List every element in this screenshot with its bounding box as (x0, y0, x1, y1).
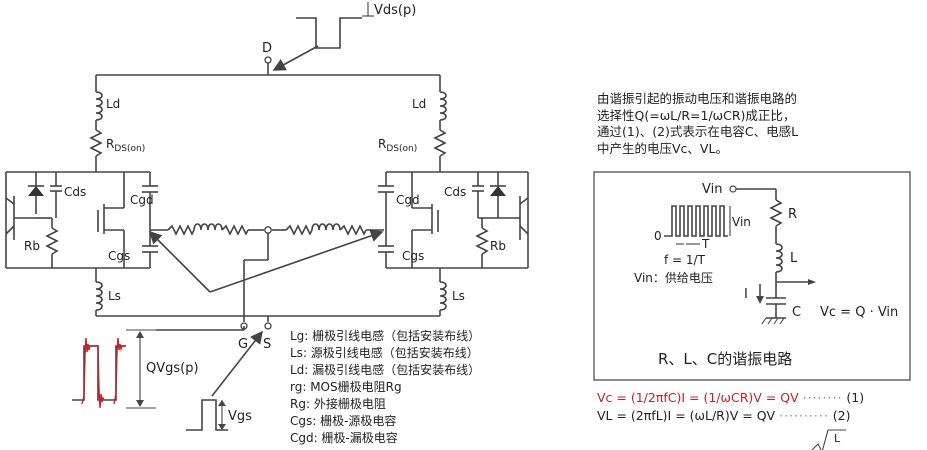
rlc-t-label: T (701, 237, 710, 251)
rlc-l-label: L (790, 251, 798, 266)
qvgs-ringing-waveform (72, 337, 126, 409)
formula-1: Vc = (1/2πfC)I = (1/ωCR)V = QV ········ … (597, 390, 865, 405)
legend-rg-internal: rg: MOS栅极电阻Rg (290, 380, 402, 394)
vds-pulse (272, 2, 374, 71)
rb-label-left: Rb (24, 239, 40, 253)
legend: Lg: 栅极引线电感（包括安装布线） Ls: 源极引线电感（包括安装布线） Ld… (290, 328, 480, 447)
ls-inductor-right (439, 281, 447, 311)
rlc-caption: R、L、C的谐振电路 (658, 350, 792, 368)
source-label: S (263, 337, 271, 352)
formula-2-number: (2) (832, 408, 851, 423)
legend-rg-external: Rg: 外接栅极电阻 (290, 397, 386, 411)
cgs-label-right: Cgs (402, 249, 424, 263)
legend-ld: Ld: 漏极引线电感（包括安装布线） (290, 363, 481, 377)
rds-label-right: RDS(on) (378, 137, 417, 154)
explanation-line-3: 通过(1)、(2)式表示在电容C、电感L (597, 124, 799, 139)
rlc-freq-label: f = 1/T (664, 253, 706, 267)
drain-label: D (262, 41, 272, 56)
explanation-line-1: 由谐振引起的振动电压和谐振电路的 (597, 91, 798, 106)
ls-label-left: Ls (108, 289, 121, 303)
rlc-resistor (769, 199, 783, 227)
rds-resistor-left (89, 129, 103, 157)
explanation-line-2: 选择性Q(=ωL/R=1/ωCR)成正比， (597, 107, 796, 123)
cgd-label-left: Cgd (130, 193, 154, 207)
explanation-line-4: 中产生的电压Vc、VL。 (597, 140, 728, 156)
rlc-zero-label: 0 (654, 229, 662, 243)
gate-resistor-chain (167, 223, 384, 236)
body-diode-right (490, 186, 506, 196)
formula-2-text: VL = (2πfL)I = (ωL/R)V = QV (597, 408, 776, 423)
rlc-c-label: C (792, 305, 801, 320)
formula-2: VL = (2πfL)I = (ωL/R)V = QV ·········· (… (597, 408, 851, 423)
ls-label-right: Ls (452, 289, 465, 303)
rb-resistor-left (45, 227, 59, 255)
ls-inductor-left (95, 281, 103, 311)
rds-label-left: RDS(on) (106, 137, 145, 154)
explanation: 由谐振引起的振动电压和谐振电路的 选择性Q(=ωL/R=1/ωCR)成正比， 通… (597, 91, 798, 157)
body-diode-left (28, 186, 44, 196)
vgs-pulse (186, 330, 263, 431)
legend-cgs: Cgs: 栅极-源极电容 (290, 414, 397, 428)
rb-label-right: Rb (490, 239, 506, 253)
rlc-r-label: R (788, 207, 797, 222)
source-terminal (264, 322, 272, 330)
gate-node (264, 226, 272, 234)
formula-1-number: (1) (846, 390, 865, 405)
legend-cgd: Cgd: 栅极-漏极电容 (290, 431, 398, 445)
cgd-label-right: Cgd (396, 193, 420, 207)
rb-resistor-right (475, 227, 489, 255)
ld-label-left: Ld (106, 97, 120, 111)
rlc-vin-label: Vin (702, 182, 722, 197)
rlc-pulse-vin-label: Vin (732, 215, 751, 229)
vds-label: Vds(p) (374, 3, 416, 18)
ld-inductor-right (439, 91, 447, 121)
gate-label: G (238, 337, 248, 352)
cds-label-left: Cds (64, 185, 86, 199)
rlc-box (593, 171, 911, 381)
ld-label-right: Ld (412, 97, 426, 111)
drain-terminal (264, 56, 272, 64)
rlc-vc-label: Vc = Q · Vin (820, 305, 898, 320)
rds-resistor-right (433, 129, 447, 157)
legend-ls: Ls: 源极引线电感（包括安装布线） (290, 346, 479, 360)
cgs-label-left: Cgs (108, 249, 130, 263)
cds-label-right: Cds (444, 185, 466, 199)
legend-lg: Lg: 栅极引线电感（包括安装布线） (290, 329, 481, 343)
qvgs-label: QVgs(p) (146, 361, 199, 376)
rlc-vin-desc: Vin：供给电压 (634, 271, 713, 285)
ld-inductor-left (95, 91, 103, 121)
formula-1-text: Vc = (1/2πfC)I = (1/ωCR)V = QV (597, 390, 799, 405)
rlc-pulse-train (664, 205, 731, 245)
rlc-i-label: I (744, 287, 748, 302)
vgs-label: Vgs (228, 409, 252, 424)
formula-3-partial: L (834, 432, 841, 445)
rlc-inductor (775, 243, 783, 273)
